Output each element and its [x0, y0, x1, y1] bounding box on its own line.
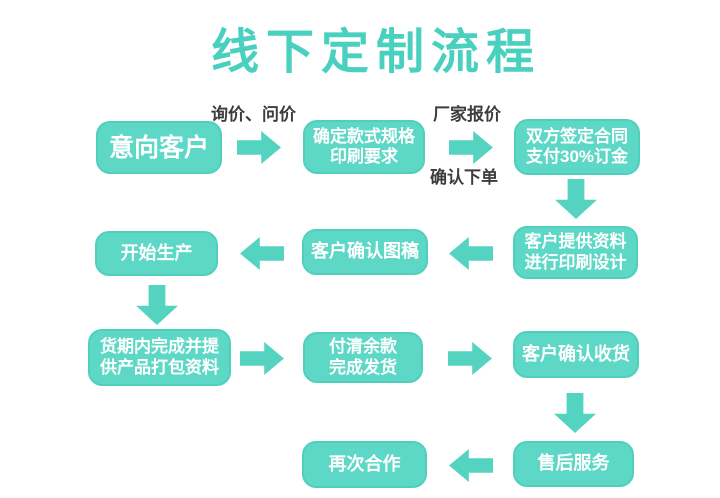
arrow-right-icon: [449, 131, 493, 164]
arrow-down-icon: [136, 285, 178, 325]
arrow-left-icon: [240, 237, 284, 270]
arrow-down-icon: [555, 179, 597, 219]
flow-node-after-sales: 售后服务: [513, 441, 634, 487]
edge-label-inquiry: 询价、问价: [211, 105, 296, 124]
edge-label-factory-quote: 厂家报价: [433, 105, 501, 124]
edge-label-confirm-order: 确认下单: [430, 168, 498, 187]
arrow-left-icon: [449, 237, 493, 270]
flow-node-repeat-cooperation: 再次合作: [302, 441, 427, 488]
flow-node-provide-materials: 客户提供资料 进行印刷设计: [513, 226, 638, 279]
arrow-right-icon: [237, 131, 281, 164]
arrow-left-icon: [449, 449, 493, 482]
flow-node-confirm-receipt: 客户确认收货: [513, 331, 639, 378]
arrow-right-icon: [240, 342, 284, 375]
flow-node-sign-contract: 双方签定合同 支付30%订金: [514, 119, 640, 175]
flow-node-intent-customer: 意向客户: [96, 121, 222, 174]
flow-node-start-production: 开始生产: [95, 231, 218, 276]
flow-node-confirm-artwork: 客户确认图稿: [302, 229, 428, 275]
page-title: 线下定制流程: [210, 26, 541, 79]
arrow-down-icon: [554, 393, 596, 433]
arrow-right-icon: [448, 342, 492, 375]
flow-node-complete-packing: 货期内完成并提 供产品打包资料: [88, 329, 231, 386]
flow-node-pay-balance: 付清余款 完成发货: [303, 332, 423, 383]
flow-node-confirm-specs: 确定款式规格 印刷要求: [303, 120, 425, 174]
